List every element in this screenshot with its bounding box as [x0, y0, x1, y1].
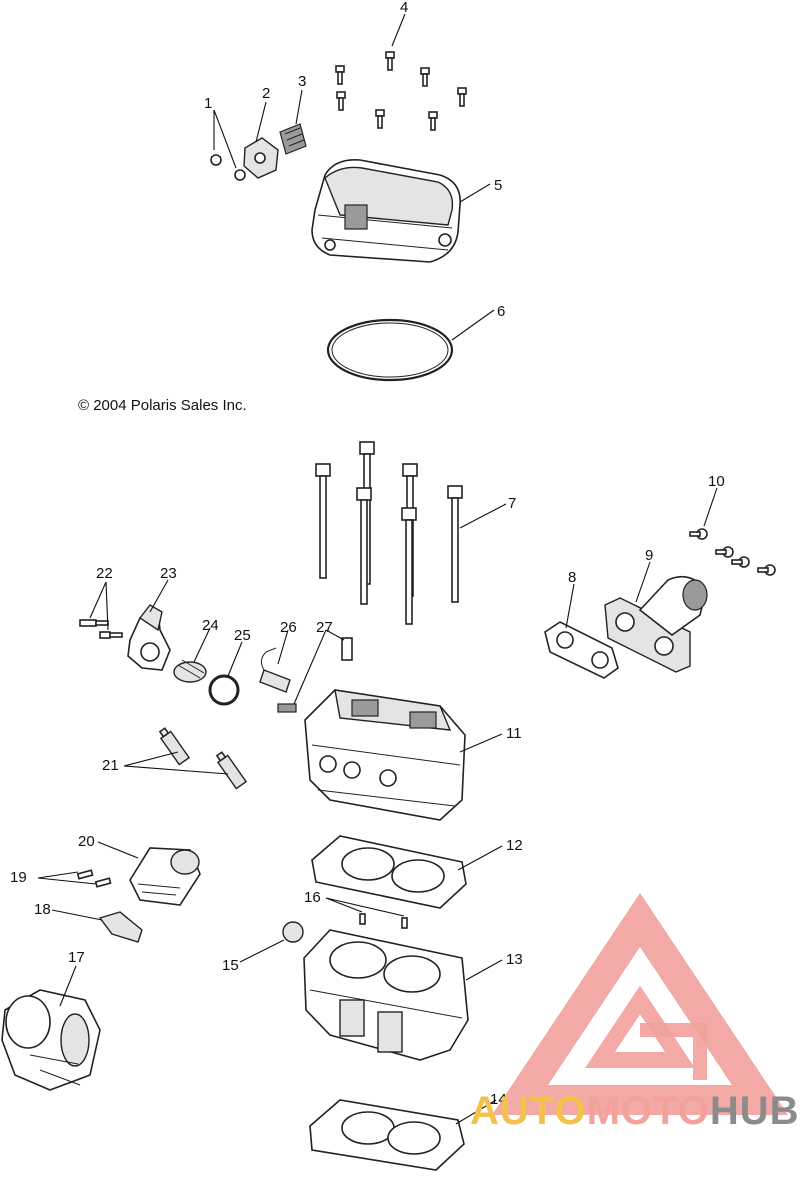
callout-17: 17 — [68, 949, 85, 966]
callout-24: 24 — [202, 617, 219, 634]
svg-text:AUTOMOTOHUB: AUTOMOTOHUB — [470, 1089, 800, 1133]
callout-2: 2 — [262, 85, 270, 102]
part-13-cylinder — [303, 929, 469, 1061]
part-17-throttle-body — [1, 989, 101, 1091]
callout-6: 6 — [497, 303, 505, 320]
part-12-head-gasket — [311, 835, 467, 909]
callout-7: 7 — [508, 495, 516, 512]
callout-9: 9 — [645, 547, 653, 564]
part-21-spark-plugs — [158, 727, 248, 790]
part-6-o-ring — [326, 318, 454, 382]
callout-14: 14 — [490, 1091, 507, 1108]
part-5-valve-cover — [311, 158, 461, 263]
part-4-cover-bolts — [335, 51, 467, 131]
callout-11: 11 — [506, 725, 522, 742]
part-14-base-gasket — [309, 1099, 465, 1171]
part-10-manifold-bolts — [689, 528, 776, 576]
part-27-sensor — [277, 637, 353, 713]
callout-12: 12 — [506, 837, 523, 854]
part-24-thermostat — [173, 659, 207, 683]
callout-5: 5 — [494, 177, 502, 194]
automotohub-wordmark: AUTOMOTOHUB — [470, 1089, 800, 1133]
part-11-cylinder-head — [304, 689, 466, 821]
part-19-screws — [76, 869, 112, 888]
part-18-clamp — [98, 911, 143, 943]
wordmark-auto: AUTO — [470, 1089, 587, 1133]
callout-15: 15 — [222, 957, 239, 974]
part-20-intake-boot — [129, 847, 201, 906]
callout-19: 19 — [10, 869, 27, 886]
callout-25: 25 — [234, 627, 251, 644]
part-9-exhaust-manifold — [604, 575, 708, 673]
callout-22: 22 — [96, 565, 113, 582]
part-22-bolts — [79, 619, 123, 639]
callout-1: 1 — [204, 95, 212, 112]
part-2-valve — [243, 137, 279, 179]
part-25-seal — [208, 674, 240, 706]
copyright-notice: © 2004 Polaris Sales Inc. — [78, 397, 247, 414]
wordmark-moto: MOTO — [587, 1089, 710, 1133]
part-3-reed-plate — [279, 123, 307, 155]
leader-lines — [37, 13, 718, 1125]
part-26-temp-sensor — [259, 647, 291, 693]
part-7-head-bolts — [315, 441, 463, 625]
callout-26: 26 — [280, 619, 297, 636]
part-1-screws — [210, 154, 246, 181]
callout-labels: 1 2 3 4 5 6 7 8 9 10 11 12 13 14 15 16 1… — [10, 0, 725, 1108]
part-15-plug — [282, 921, 304, 943]
callout-16: 16 — [304, 889, 321, 906]
callout-3: 3 — [298, 73, 306, 90]
callout-8: 8 — [568, 569, 576, 586]
callout-18: 18 — [34, 901, 51, 918]
callout-23: 23 — [160, 565, 177, 582]
callout-21: 21 — [102, 757, 119, 774]
callout-4: 4 — [400, 0, 408, 16]
wordmark-hub: HUB — [710, 1089, 800, 1133]
callout-27: 27 — [316, 619, 333, 636]
part-8-exhaust-gasket — [544, 621, 619, 679]
part-16-dowel-pins — [359, 913, 408, 929]
callout-10: 10 — [708, 473, 725, 490]
callout-20: 20 — [78, 833, 95, 850]
automotohub-logo — [491, 892, 789, 1115]
part-23-thermostat-housing — [127, 604, 171, 671]
callout-13: 13 — [506, 951, 523, 968]
